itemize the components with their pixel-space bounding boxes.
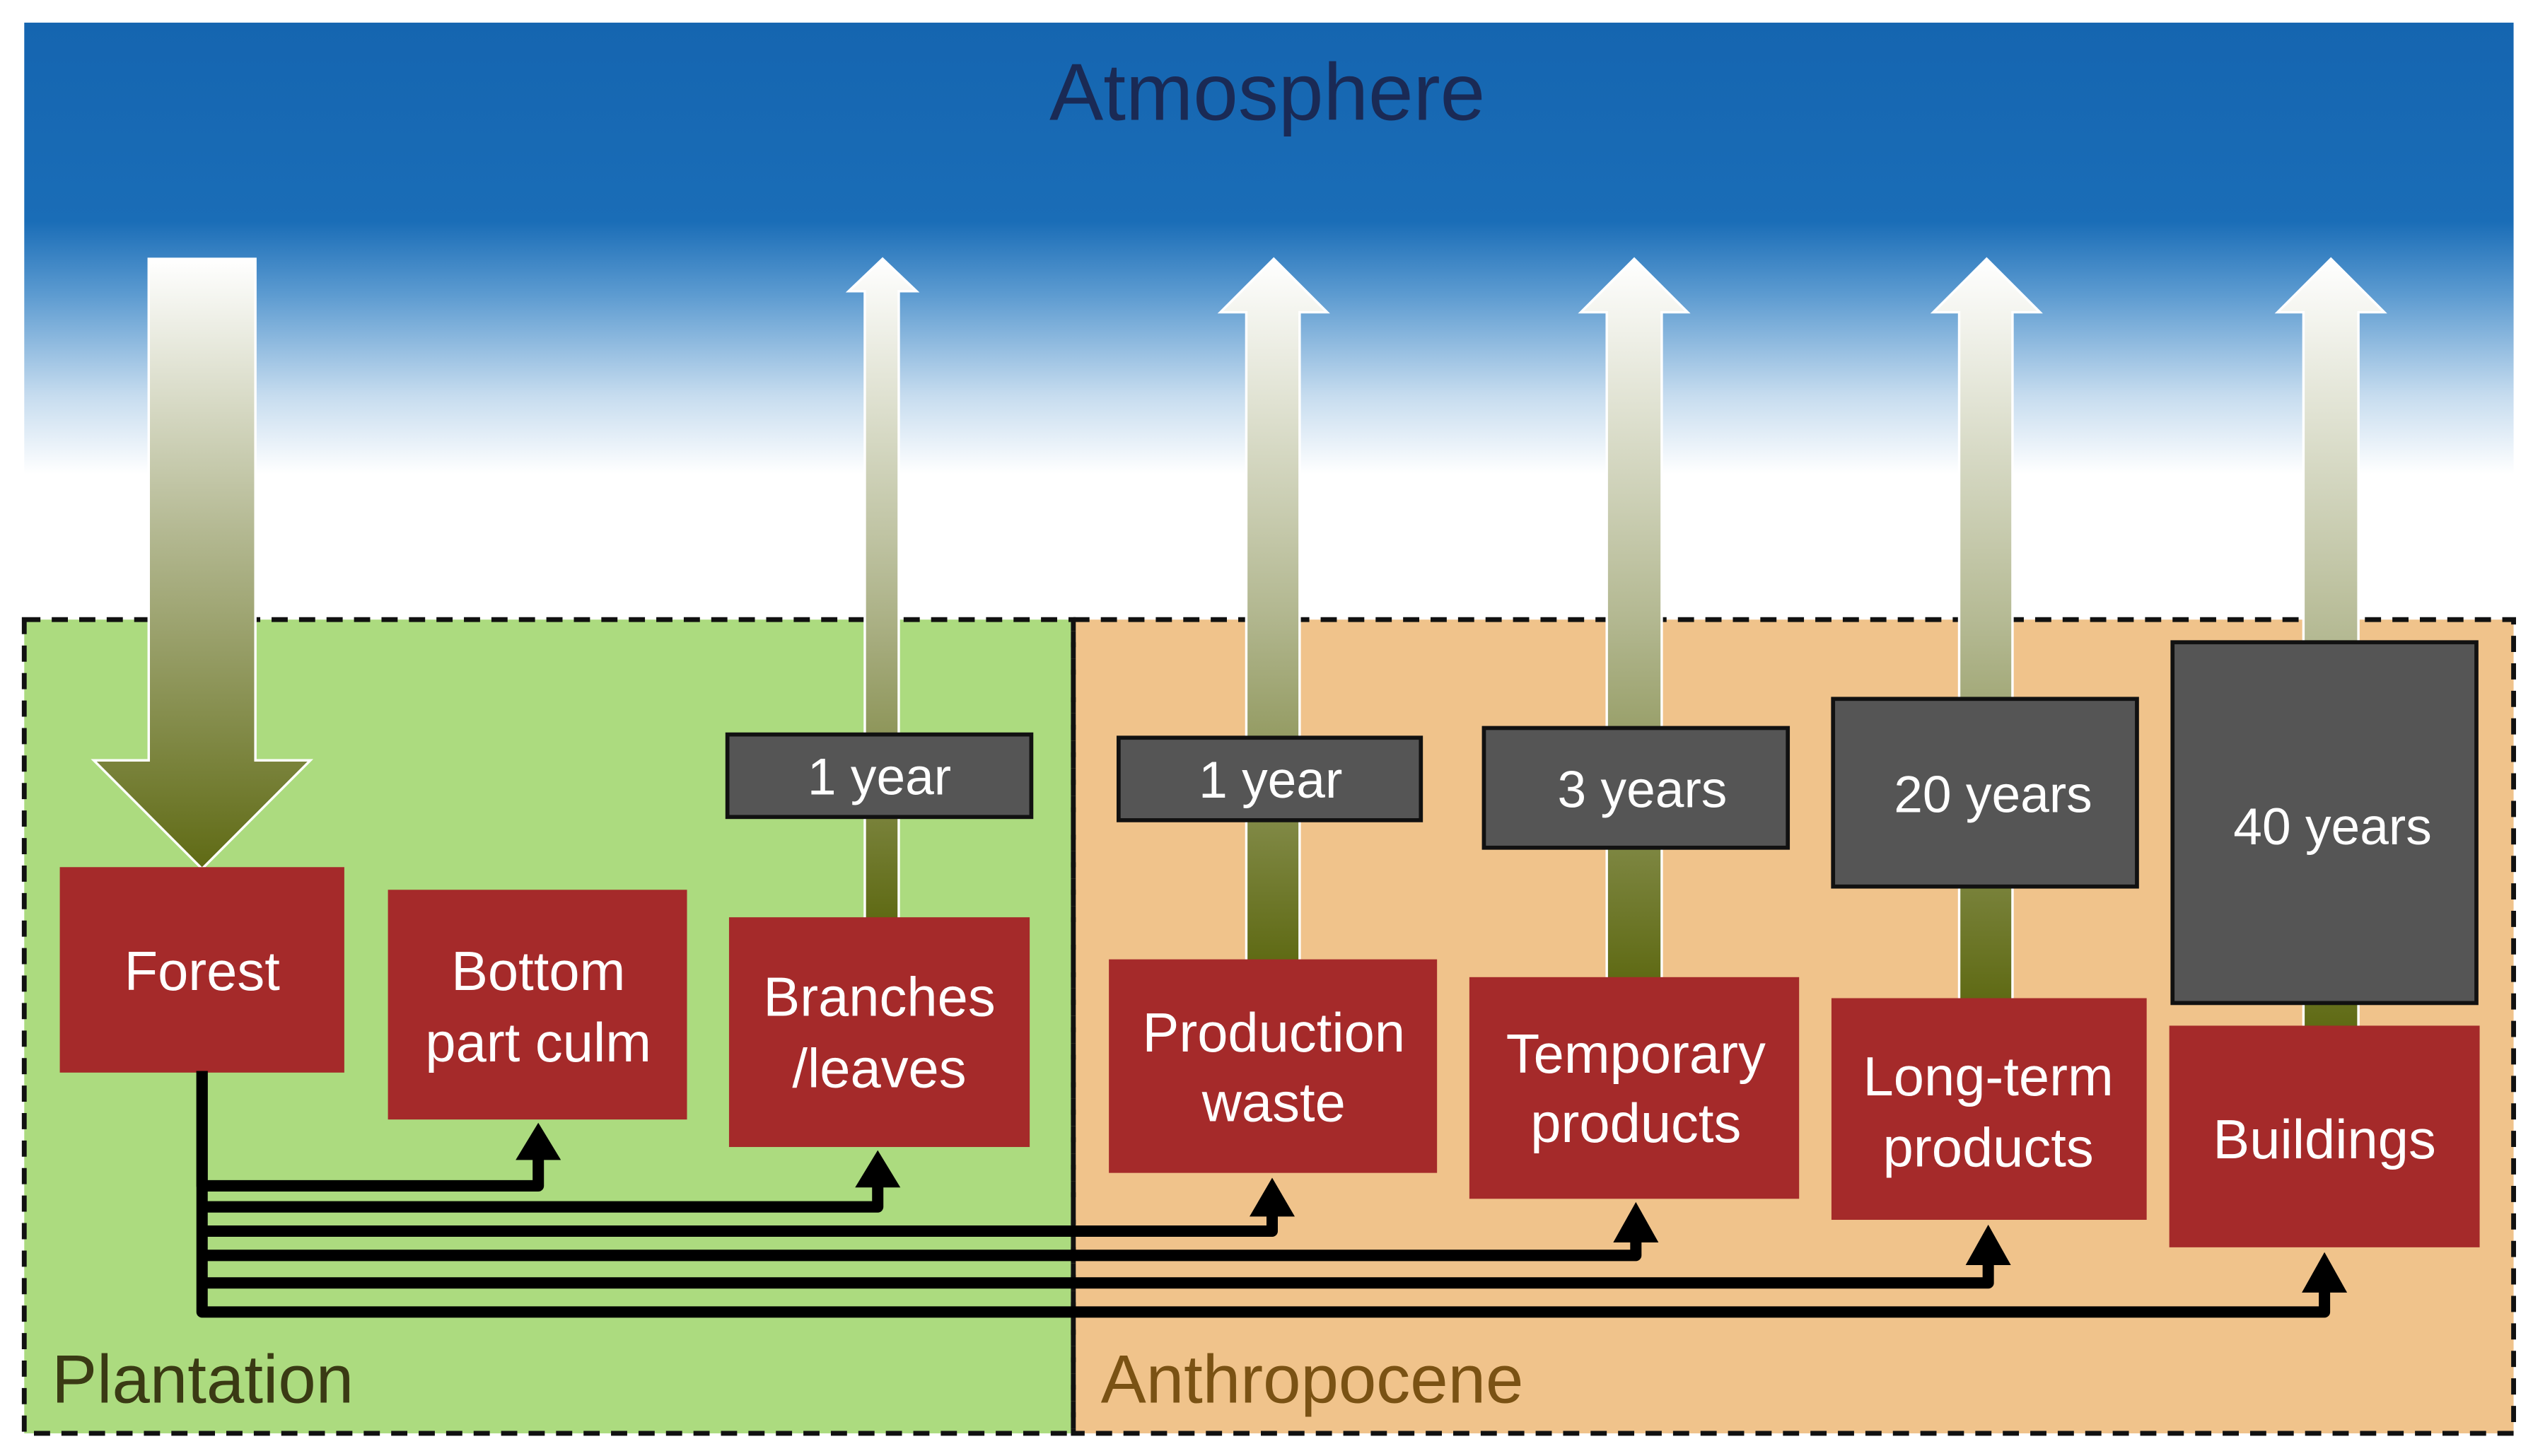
pool-label-line2: /leaves	[792, 1038, 966, 1099]
arrowhead-long-term-products	[1965, 1224, 2011, 1266]
pool-label-line2: part culm	[425, 1013, 651, 1073]
duration-label: 1 year	[808, 747, 951, 805]
pool-box-branches-leaves: Branches /leaves	[728, 917, 1030, 1148]
duration-label: 20 years	[1894, 765, 2092, 823]
pool-label-line2: products	[1530, 1093, 1741, 1154]
duration-label: 40 years	[2233, 798, 2431, 856]
pool-label-line2: products	[1883, 1117, 2094, 1178]
flow-line-buildings	[196, 1071, 2331, 1318]
duration-box-temporary-products: 3 years	[1481, 726, 1790, 850]
forest-flow-arrowheads	[516, 1122, 2348, 1293]
plantation-label: Plantation	[52, 1341, 354, 1417]
arrowhead-bottom-part-culm	[516, 1122, 561, 1160]
pool-label-line2: waste	[1201, 1072, 1346, 1133]
forest-flow-lines	[196, 1071, 2331, 1318]
flow-line-branches-leaves	[202, 1181, 884, 1213]
duration-box-production-waste: 1 year	[1116, 735, 1423, 822]
pool-box-forest: Forest	[59, 867, 344, 1073]
duration-box-long-term-products: 20 years	[1831, 697, 2139, 889]
pool-label-line1: Temporary	[1506, 1024, 1766, 1085]
flow-line-long-term-products	[202, 1258, 1994, 1289]
flow-line-production-waste	[202, 1210, 1279, 1237]
duration-box-branches: 1 year	[725, 732, 1034, 820]
pool-label: Buildings	[2213, 1110, 2435, 1170]
pool-label-line1: Bottom	[451, 941, 625, 1002]
duration-label: 1 year	[1199, 751, 1342, 809]
arrowhead-temporary-products	[1613, 1201, 1659, 1243]
arrowhead-buildings	[2302, 1252, 2348, 1293]
pool-box-production-waste: Production waste	[1109, 959, 1438, 1173]
anthropocene-label: Anthropocene	[1101, 1341, 1524, 1417]
pool-label-line1: Long-term	[1863, 1047, 2114, 1107]
arrowhead-production-waste	[1249, 1177, 1295, 1217]
anthropocene-zone-border	[1071, 617, 2516, 1436]
duration-box-buildings: 40 years	[2170, 640, 2479, 1006]
pool-label-line1: Production	[1143, 1003, 1406, 1064]
carbon-uptake-arrow	[91, 257, 314, 870]
pool-label-line1: Branches	[763, 967, 995, 1028]
atmosphere-label: Atmosphere	[1049, 47, 1485, 137]
arrowhead-branches-leaves	[855, 1150, 901, 1188]
plantation-zone-border	[21, 617, 1076, 1436]
pool-box-temporary-products: Temporary products	[1469, 977, 1800, 1199]
pool-box-bottom-part-culm: Bottom part culm	[388, 890, 687, 1120]
pool-box-long-term-products: Long-term products	[1831, 998, 2147, 1220]
duration-label: 3 years	[1558, 761, 1728, 819]
pool-label: Forest	[124, 941, 281, 1002]
pool-box-buildings: Buildings	[2169, 1025, 2480, 1247]
